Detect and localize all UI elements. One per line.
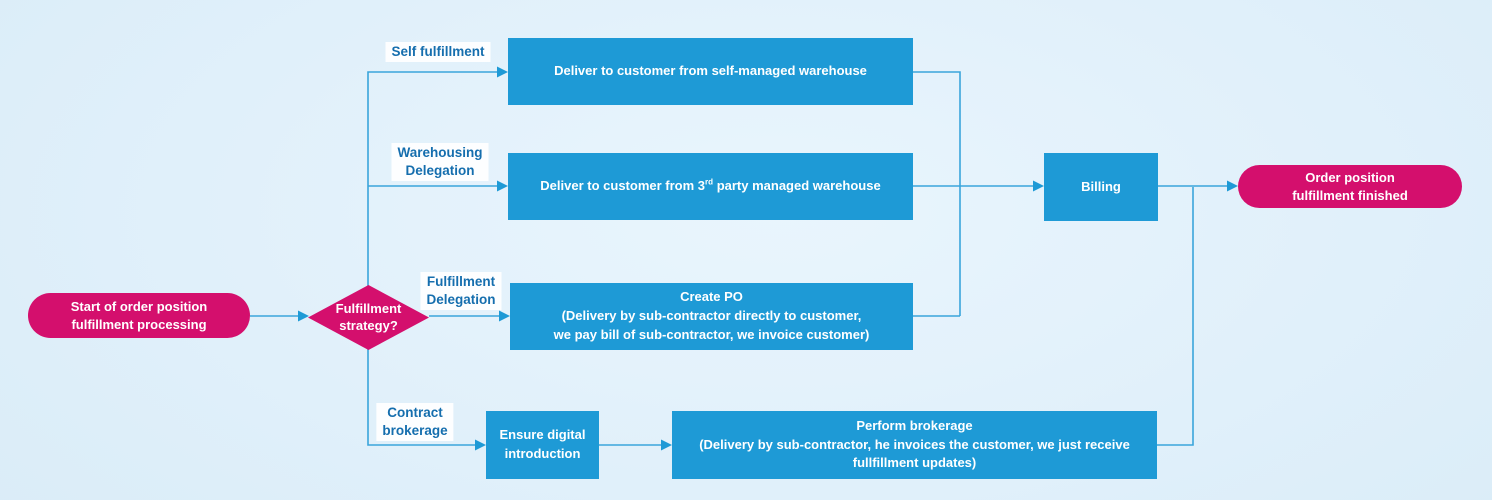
process-box-ensure-digital-label: Ensure digital introduction (499, 427, 586, 461)
decision-node-fulfillment-strategy: Fulfillment strategy? (308, 285, 429, 350)
process-box-billing: Billing (1044, 153, 1158, 221)
start-node-label: Start of order position fulfillment proc… (70, 298, 208, 332)
process-box-create-po-label: Create PO (Delivery by sub-contractor di… (553, 289, 870, 342)
process-box-ensure-digital-introduction: Ensure digital introduction (486, 411, 599, 479)
arrowhead-into-perform-brokerage-box (661, 439, 672, 451)
arrowhead-into-create-po-box (499, 310, 510, 322)
connector-self-fulfillment-merge (913, 71, 961, 316)
superscript-rd: rd (705, 177, 714, 187)
end-node-label: Order position fulfillment finished (1292, 169, 1408, 203)
branch-label-warehousing-delegation: Warehousing Delegation (391, 143, 489, 182)
arrowhead-into-self-fulfillment-box (497, 66, 508, 78)
arrowhead-into-ensure-digital-box (475, 439, 486, 451)
process-box-self-fulfillment: Deliver to customer from self-managed wa… (508, 38, 913, 105)
decision-node-label: Fulfillment strategy? (335, 300, 402, 333)
process-box-warehousing-delegation: Deliver to customer from 3rd party manag… (508, 153, 913, 220)
process-box-self-fulfillment-label: Deliver to customer from self-managed wa… (554, 63, 867, 79)
branch-label-fulfillment-delegation: Fulfillment Delegation (420, 272, 502, 311)
process-box-billing-label: Billing (1081, 178, 1121, 194)
arrowhead-into-billing-box (1033, 180, 1044, 192)
start-node: Start of order position fulfillment proc… (28, 293, 250, 338)
arrowhead-into-decision (298, 310, 309, 322)
process-box-perform-brokerage: Perform brokerage (Delivery by sub-contr… (672, 411, 1157, 479)
process-box-perform-brokerage-label: Perform brokerage (Delivery by sub-contr… (699, 417, 1130, 471)
arrowhead-into-end-node (1227, 180, 1238, 192)
arrowhead-into-warehousing-box (497, 180, 508, 192)
branch-label-self-fulfillment: Self fulfillment (385, 42, 491, 63)
end-node: Order position fulfillment finished (1238, 165, 1462, 208)
branch-label-contract-brokerage: Contract brokerage (376, 403, 454, 442)
connector-brokerage-merge (1157, 187, 1194, 446)
process-box-create-po: Create PO (Delivery by sub-contractor di… (510, 283, 913, 350)
connector-arrowheads (298, 66, 1238, 451)
connector-paths (250, 71, 1227, 446)
process-box-warehousing-label: Deliver to customer from 3rd party manag… (540, 177, 881, 194)
